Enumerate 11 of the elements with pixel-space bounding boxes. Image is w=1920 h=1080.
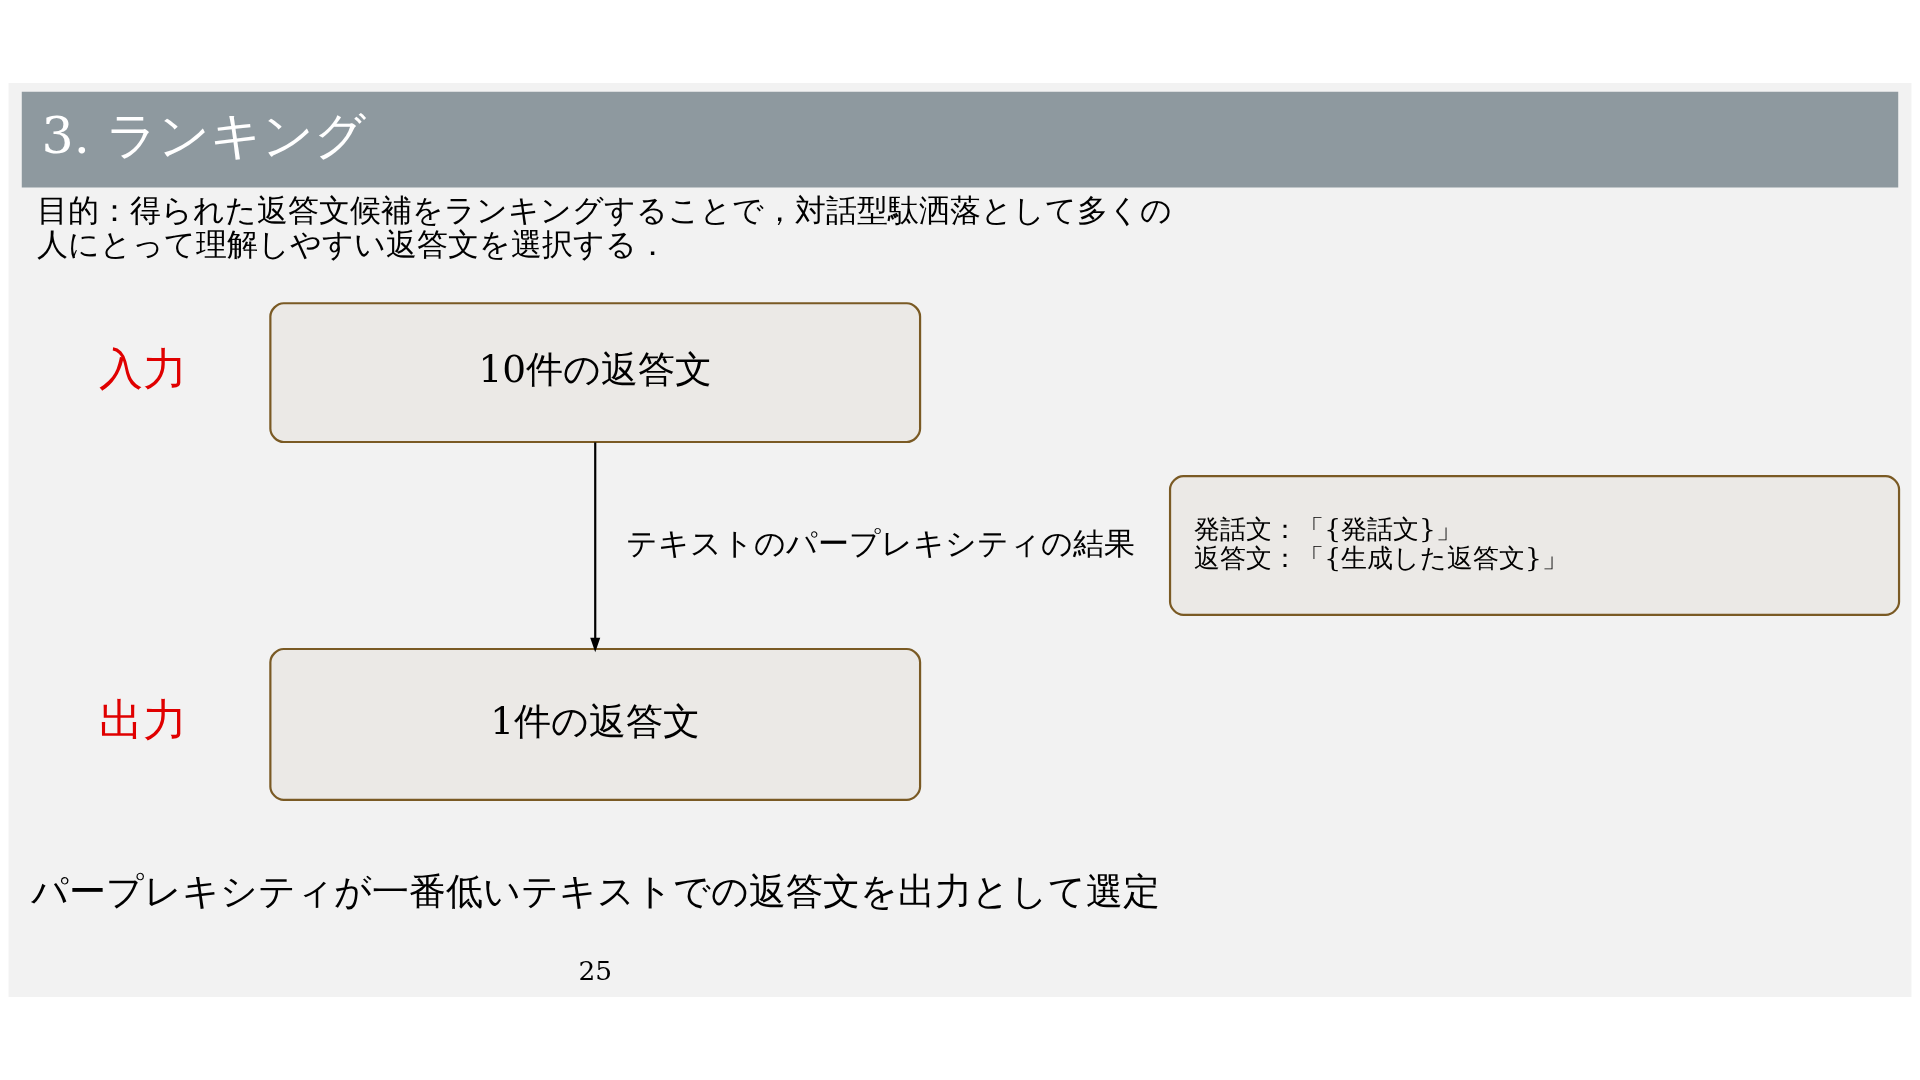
arrow [590,442,601,653]
node-box: 1件の返答文 [269,647,922,801]
label: パープレキシティが一番低いテキストでの返答文を出力として選定 [30,868,1160,913]
node-box: 10件の返答文 [269,302,922,444]
edge-label: テキストのパープレキシティの結果 [626,524,1136,561]
diagram-title: 3. ランキング [41,105,367,165]
label: 目的：得られた返答文候補をランキングすることで，対話型駄洒落として多くの人にとって理解しやすい返答文を選択する． [36,192,1172,263]
node-label: 入力 [98,342,187,394]
node-box: 発話文：「{発話文}」 返答文：「{生成した返答文}」 [1168,475,1901,616]
node-label: 出力 [98,694,187,746]
label: 25 [578,954,613,986]
